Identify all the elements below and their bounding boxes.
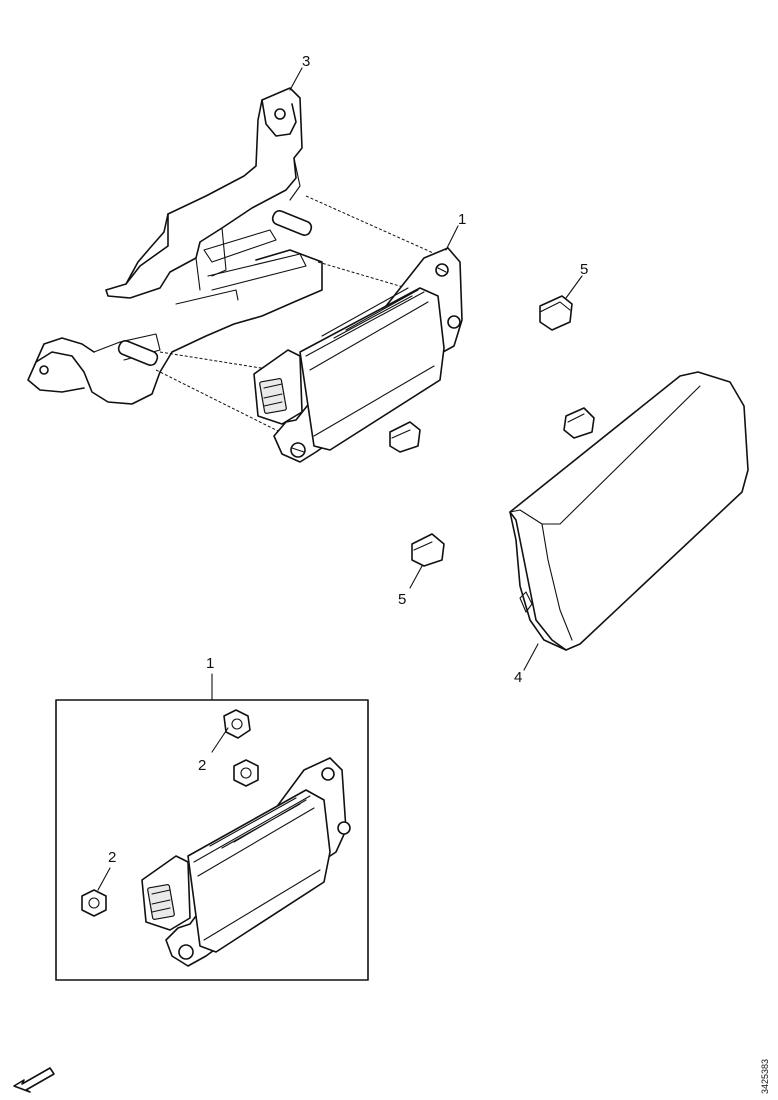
callout-5-bottom: 5 bbox=[398, 591, 406, 608]
clip-lower bbox=[411, 533, 445, 567]
front-direction-arrow-icon bbox=[13, 1067, 55, 1093]
callout-1-top: 1 bbox=[458, 211, 466, 228]
mounting-bracket bbox=[27, 87, 323, 405]
callout-1-detail: 1 bbox=[206, 655, 214, 672]
callout-5-top: 5 bbox=[580, 261, 588, 278]
callout-4: 4 bbox=[514, 669, 522, 686]
clip-center bbox=[389, 421, 421, 453]
callout-3: 3 bbox=[302, 53, 310, 70]
nut-middle bbox=[233, 759, 259, 787]
image-reference-number: 3425383 bbox=[760, 1059, 770, 1094]
sensor-cover bbox=[509, 371, 749, 651]
radar-module-detail bbox=[141, 757, 351, 967]
clip-upper-right bbox=[539, 295, 573, 331]
nut-lower bbox=[81, 889, 107, 917]
callout-leaders bbox=[289, 67, 583, 671]
bracket-pin-upper bbox=[271, 210, 313, 236]
callout-2-lower: 2 bbox=[108, 849, 116, 866]
nut-upper bbox=[223, 709, 251, 739]
detail-inset: 1 bbox=[55, 655, 369, 981]
radar-module-upper bbox=[253, 247, 463, 463]
clip-middle-right bbox=[563, 407, 595, 439]
callout-2-upper: 2 bbox=[198, 757, 206, 774]
bracket-pin-lower bbox=[117, 340, 159, 366]
